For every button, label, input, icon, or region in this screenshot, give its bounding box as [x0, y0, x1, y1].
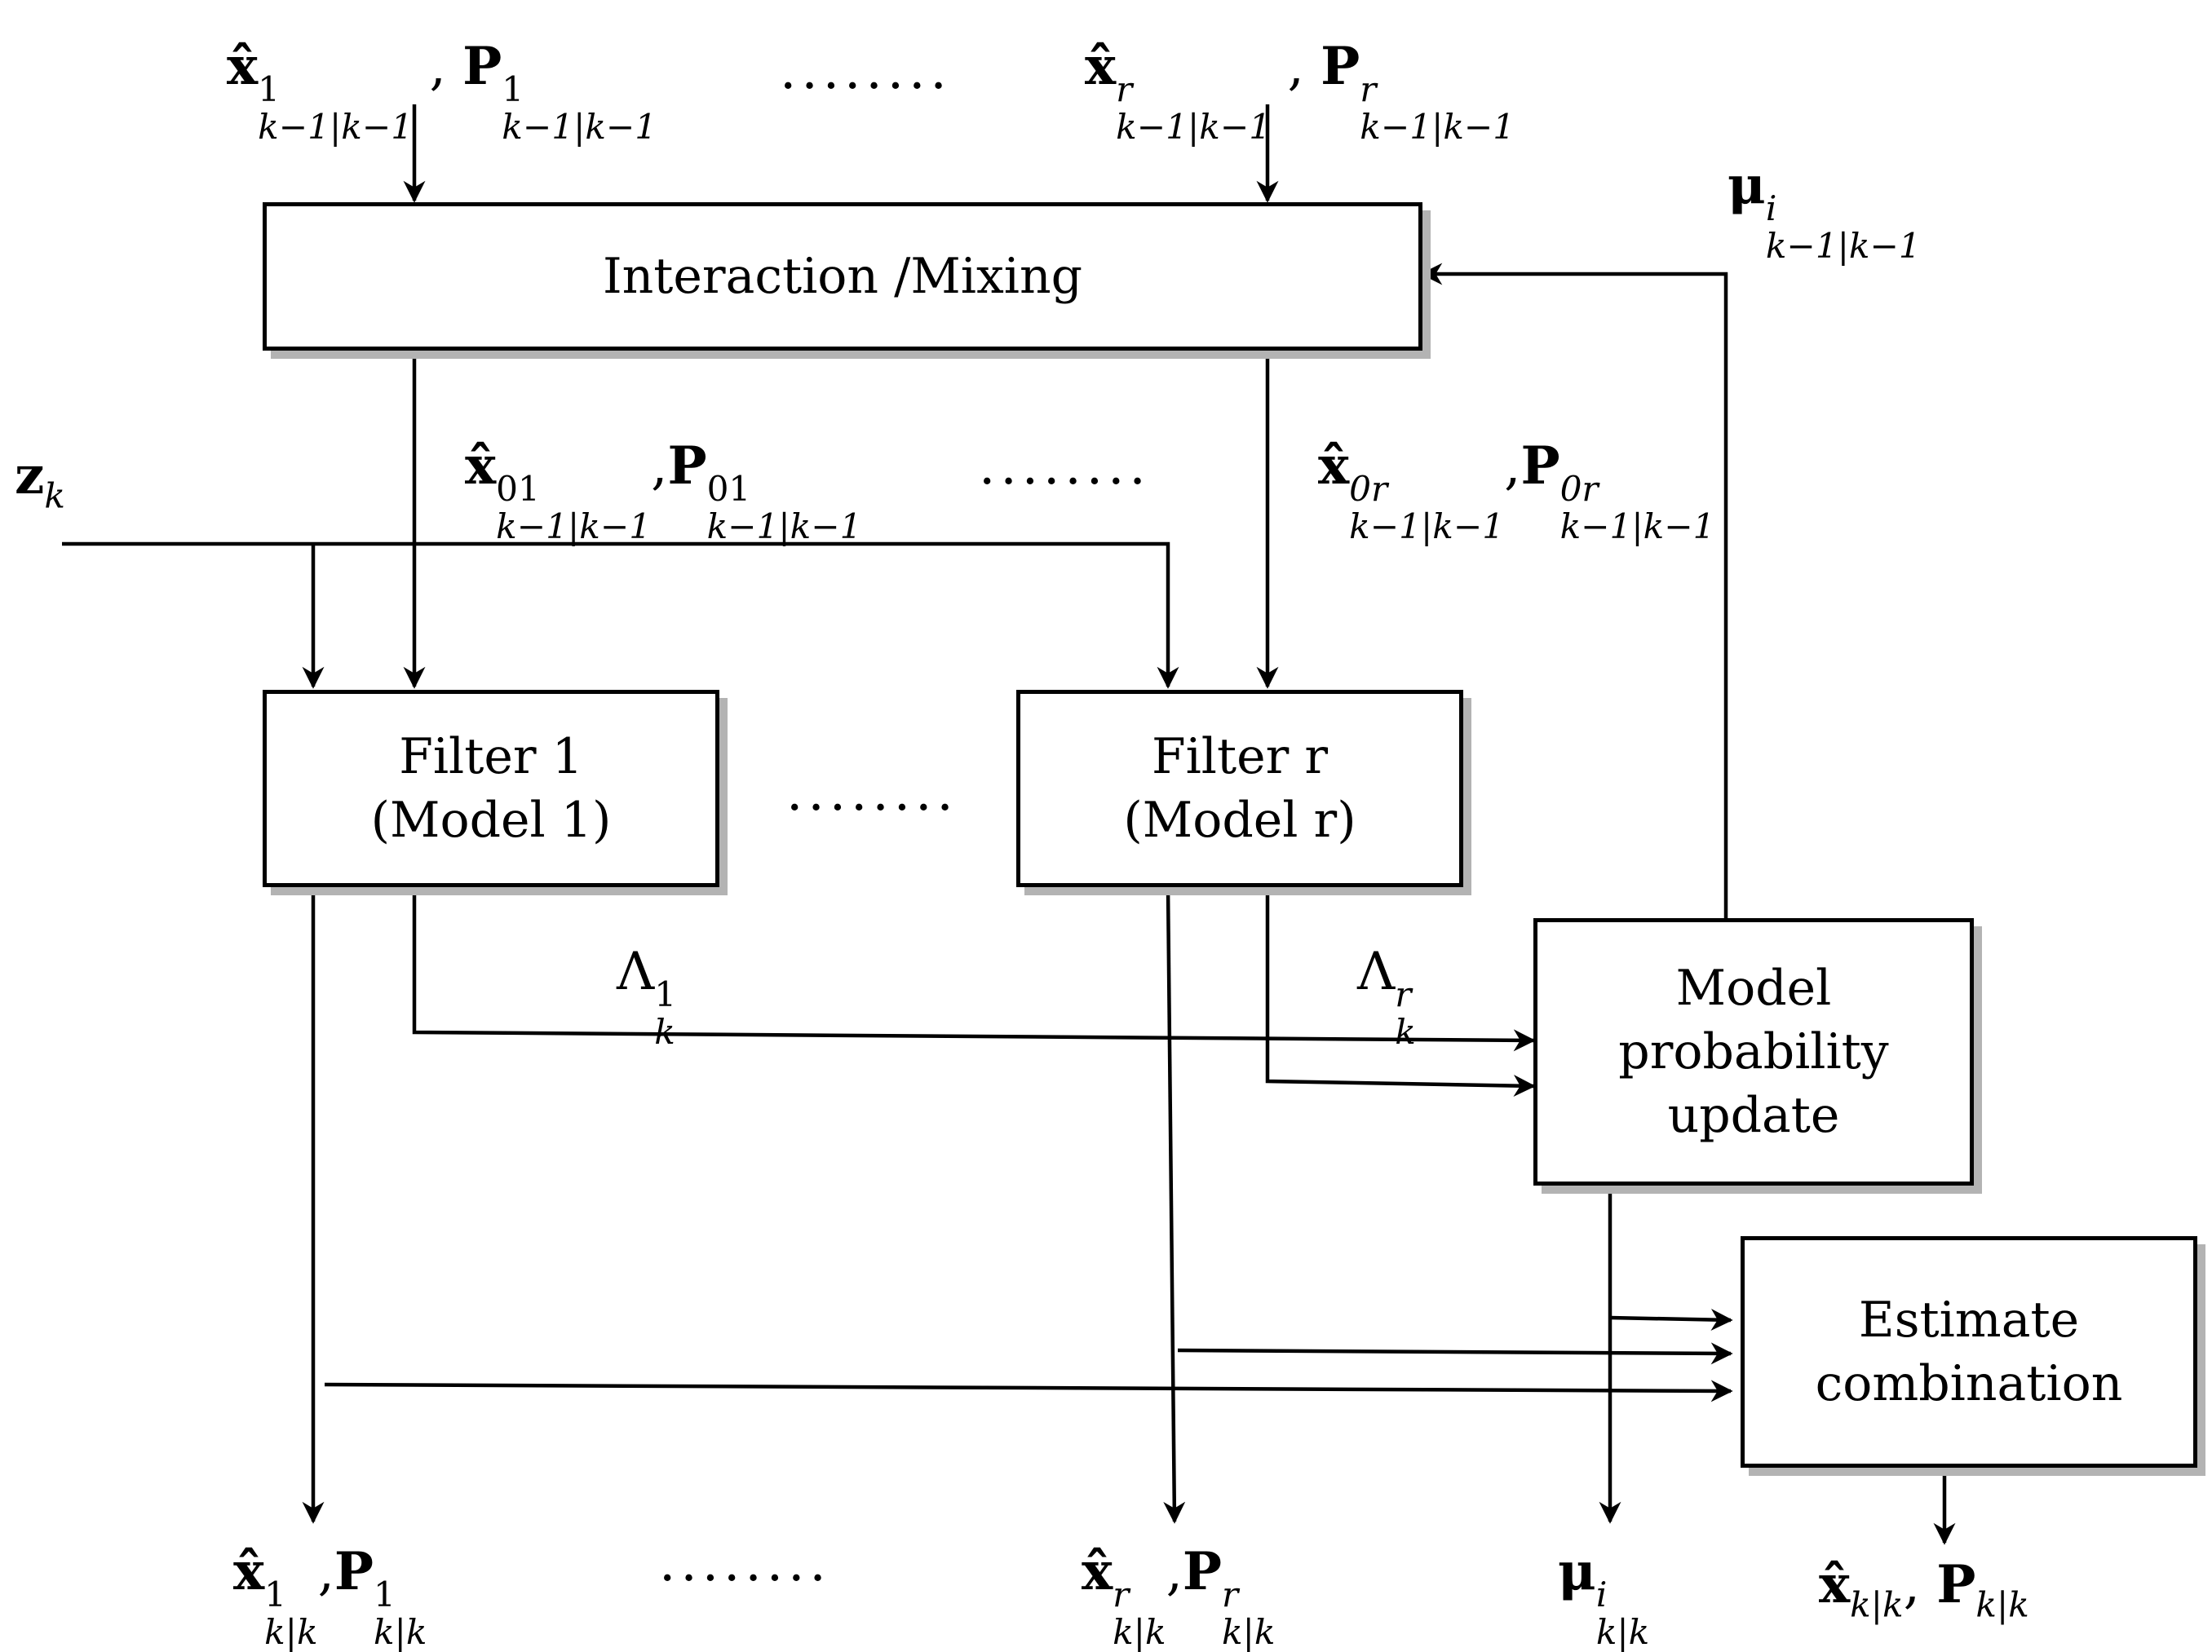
combined-estimate-label: x̂k|k, Pk|k — [1819, 1554, 2029, 1625]
model-prob-line-1: Model — [1675, 960, 1832, 1017]
likelihood-1-arrow — [412, 887, 1536, 1052]
filter-1-block: Filter 1 (Model 1) — [263, 690, 719, 887]
filter-1-model-label: (Model 1) — [370, 792, 612, 849]
measurement-label: zk — [15, 445, 65, 516]
filter-1-label: Filter 1 — [399, 728, 583, 785]
measurement-line — [62, 541, 1179, 689]
filter-r-label: Filter r — [1151, 728, 1329, 785]
filter-r-to-estimate-arrow — [1177, 1342, 1733, 1365]
estimate-combination-block: Estimate combination — [1741, 1236, 2197, 1468]
likelihood-r-arrow — [1265, 887, 1536, 1098]
probability-feedback-arrow — [1420, 263, 1728, 918]
model-prob-line-3: update — [1667, 1087, 1840, 1144]
bottom-ellipsis: ........ — [659, 1533, 831, 1593]
filter-ellipsis: ........ — [786, 762, 958, 823]
filter-r-output-arrow — [1163, 886, 1186, 1524]
model-prob-line-2: probability — [1618, 1023, 1889, 1080]
filter-r-block: Filter r (Model r) — [1016, 690, 1463, 887]
filter-1-to-estimate-arrow — [324, 1380, 1733, 1402]
interaction-mixing-block: Interaction /Mixing — [263, 202, 1422, 351]
estimate-line-1: Estimate — [1858, 1292, 2080, 1349]
filter-r-model-label: (Model r) — [1123, 792, 1356, 849]
estimate-line-2: combination — [1815, 1355, 2123, 1412]
interaction-mixing-label: Interaction /Mixing — [602, 248, 1083, 305]
prob-to-estimate-arrow — [1609, 1309, 1733, 1332]
top-ellipsis: ........ — [780, 41, 952, 101]
model-probability-update-block: Model probability update — [1533, 918, 1974, 1186]
mixed-ellipsis: ........ — [979, 436, 1151, 497]
